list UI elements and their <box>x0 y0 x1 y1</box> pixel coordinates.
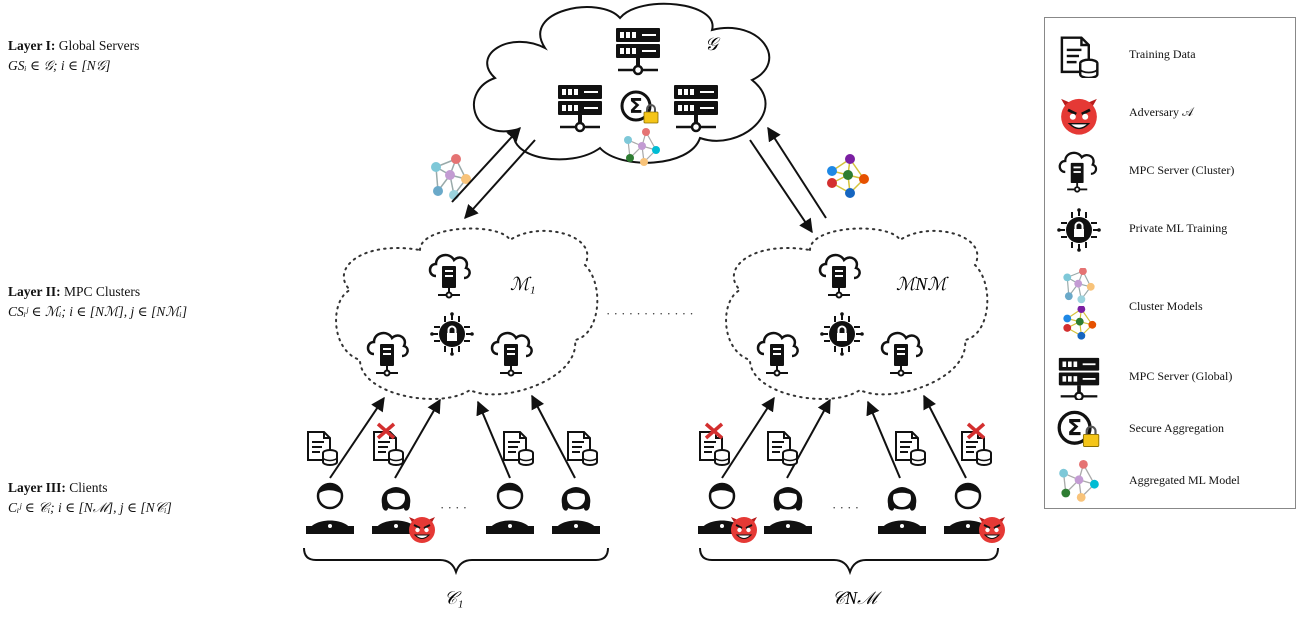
client-arrow <box>476 400 511 479</box>
legend-item-aggregated-model: Aggregated ML Model <box>1045 456 1295 508</box>
legend-label: Private ML Training <box>1129 221 1228 235</box>
adversary-icon <box>408 516 436 544</box>
layer-2-title: Layer II: <box>8 284 61 299</box>
legend-item-adversary: Adversary 𝒜 <box>1045 88 1295 140</box>
layer-3-desc: Clients <box>69 480 108 495</box>
cluster-n-label: ℳNℳ <box>896 274 949 294</box>
arrow-down-left <box>464 139 536 220</box>
legend-label: Adversary 𝒜 <box>1129 105 1194 119</box>
cluster-model-right-icon <box>826 153 870 199</box>
legend-item-cluster-models: Cluster Models <box>1045 268 1295 344</box>
mpc-server-cluster-icon <box>1058 151 1098 193</box>
client-dots: · · · · <box>832 500 859 515</box>
legend-item-private-training: Private ML Training <box>1045 204 1295 256</box>
layer-1-title: Layer I: <box>8 38 56 53</box>
cluster-1-server-right <box>490 331 533 377</box>
cluster-separator-dots: · · · · · · · · · · · · <box>606 306 694 321</box>
client-person-icon <box>877 486 927 535</box>
client-person-icon <box>763 486 813 535</box>
client-arrow <box>329 396 385 479</box>
legend-label: Training Data <box>1129 47 1196 61</box>
legend-item-training-data: Training Data <box>1045 30 1295 82</box>
client-arrow <box>866 400 901 479</box>
legend-item-secure-aggregation: Secure Aggregation <box>1045 404 1295 456</box>
adversary-icon <box>730 516 758 544</box>
cluster-n-server-left <box>756 331 799 377</box>
client-person-icon <box>484 482 536 536</box>
layer-1-formula: GSᵢ ∈ 𝒢; i ∈ [N𝒢] <box>8 58 111 73</box>
training-data-icon <box>307 431 338 466</box>
legend-item-mpc-global: MPC Server (Global) <box>1045 352 1295 404</box>
training-data-icon <box>699 431 730 466</box>
legend-label: MPC Server (Cluster) <box>1129 163 1235 177</box>
client-dots: · · · · <box>440 500 467 515</box>
legend-label: Secure Aggregation <box>1129 421 1224 435</box>
training-data-icon <box>767 431 798 466</box>
layer-3-title: Layer III: <box>8 480 66 495</box>
cluster-model-left-icon <box>430 153 472 201</box>
cluster-n-server-top <box>818 253 861 299</box>
training-data-icon <box>1060 36 1099 78</box>
cluster-1-label: ℳ₁ <box>510 274 536 294</box>
clients-1-brace <box>303 547 609 576</box>
clients-n-brace <box>699 547 999 576</box>
clients-n-label: 𝒞Nℳ <box>832 588 882 608</box>
adversary-icon <box>1059 97 1099 136</box>
cluster-1-cloud <box>335 227 599 400</box>
private-ml-training-icon <box>1057 208 1101 252</box>
cluster-model-icon <box>1062 306 1097 341</box>
layer-3-text: Layer III: Clients Cᵢʲ ∈ 𝒞ᵢ; i ∈ [Nℳ], j… <box>8 478 172 518</box>
legend-label: MPC Server (Global) <box>1129 369 1233 383</box>
cluster-1-server-top <box>428 253 471 299</box>
layer-2-formula: CSᵢʲ ∈ ℳᵢ; i ∈ [Nℳ], j ∈ [Nℳᵢ] <box>8 304 188 319</box>
layer-1-text: Layer I: Global Servers GSᵢ ∈ 𝒢; i ∈ [N𝒢… <box>8 36 139 76</box>
legend-label: Aggregated ML Model <box>1129 473 1240 487</box>
cluster-1-training-icon <box>429 311 475 357</box>
training-data-icon <box>895 431 926 466</box>
training-data-icon <box>961 431 992 466</box>
cluster-n-training-icon <box>819 311 865 357</box>
legend-item-mpc-cluster: MPC Server (Cluster) <box>1045 146 1295 198</box>
client-person-icon <box>551 486 601 535</box>
mpc-server-global-icon <box>1057 356 1101 400</box>
client-arrow <box>721 396 775 479</box>
training-data-icon <box>503 431 534 466</box>
layer-2-desc: MPC Clusters <box>64 284 141 299</box>
training-data-icon <box>567 431 598 466</box>
federated-diagram: Σ <box>303 2 1006 608</box>
arrow-up-right <box>767 126 827 219</box>
legend-label: Cluster Models <box>1129 299 1203 313</box>
aggregated-ml-model-icon <box>1058 460 1100 503</box>
cluster-model-icon <box>1062 268 1096 304</box>
client-arrow <box>394 398 441 479</box>
clients-1-label: 𝒞₁ <box>444 588 463 608</box>
global-label: 𝒢 <box>705 34 721 54</box>
legend: Training Data Adversary 𝒜 MPC Server (Cl… <box>1044 17 1296 509</box>
cluster-n-server-right <box>880 331 923 377</box>
client-arrow <box>531 394 576 479</box>
secure-aggregation-icon <box>1057 410 1101 449</box>
adversary-icon <box>978 516 1006 544</box>
client-arrow <box>923 394 967 479</box>
layer-2-text: Layer II: MPC Clusters CSᵢʲ ∈ ℳᵢ; i ∈ [N… <box>8 282 187 322</box>
client-person-icon <box>304 482 356 536</box>
arrow-down-right <box>749 139 813 234</box>
client-arrow <box>786 398 831 479</box>
global-cloud <box>472 2 771 164</box>
layer-1-desc: Global Servers <box>58 38 140 53</box>
arrow-up-left <box>451 126 521 203</box>
cluster-n-cloud <box>725 227 989 400</box>
layer-3-formula: Cᵢʲ ∈ 𝒞ᵢ; i ∈ [Nℳ], j ∈ [N𝒞ᵢ] <box>8 500 172 515</box>
cluster-1-server-left <box>366 331 409 377</box>
